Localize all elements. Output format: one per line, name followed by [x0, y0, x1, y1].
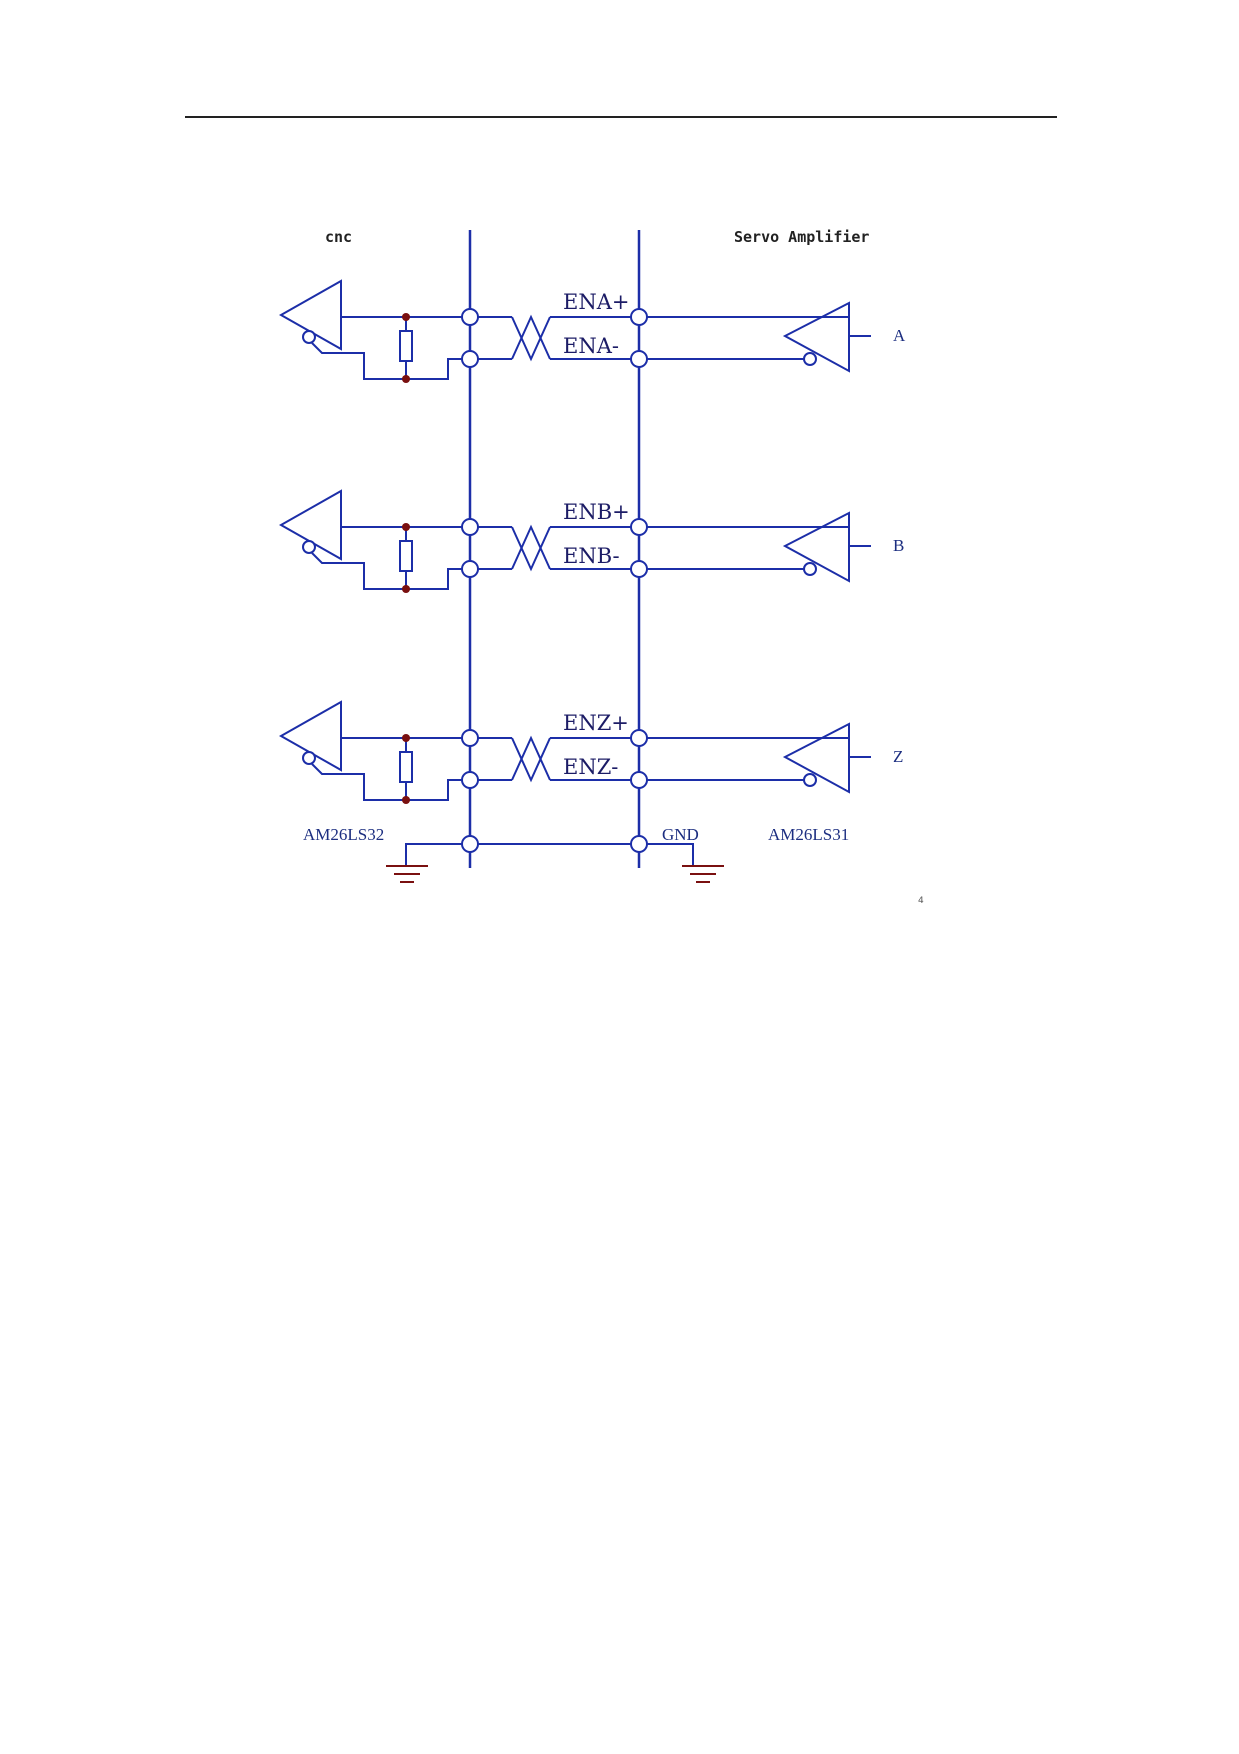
driver-triangle: [782, 301, 850, 373]
junction-dot-top: [402, 734, 410, 742]
ground-symbol-left: [386, 865, 428, 883]
left-terminal-minus: [461, 350, 479, 368]
channel-b: ENB+ ENB- B: [278, 489, 904, 593]
driver-inversion-bubble: [803, 773, 817, 787]
termination-resistor: [399, 751, 413, 783]
driver-inversion-bubble: [803, 562, 817, 576]
junction-dot-bottom: [402, 796, 410, 804]
right-terminal-plus: [630, 729, 648, 747]
twist-segment-1: [511, 737, 551, 783]
twist-segment-2: [511, 314, 551, 360]
junction-dot-top: [402, 313, 410, 321]
cnc-label: cnc: [325, 228, 352, 246]
left-terminal-minus: [461, 771, 479, 789]
twist-segment-2: [511, 524, 551, 570]
signal-minus-label: ENZ-: [563, 755, 618, 779]
channel-id-label: B: [893, 536, 904, 555]
right-terminal-minus: [630, 560, 648, 578]
junction-dot-top: [402, 523, 410, 531]
signal-minus-label: ENB-: [563, 544, 620, 568]
twist-segment-2: [511, 735, 551, 781]
signal-minus-label: ENA-: [563, 334, 619, 358]
header-rule: [185, 116, 1057, 118]
driver-chip-label: AM26LS31: [768, 825, 849, 844]
junction-dot-bottom: [402, 375, 410, 383]
signal-plus-label: ENB+: [563, 500, 630, 524]
termination-resistor: [399, 330, 413, 362]
left-terminal-plus: [461, 518, 479, 536]
ground-terminal-left: [461, 835, 479, 853]
termination-resistor: [399, 540, 413, 572]
right-terminal-plus: [630, 518, 648, 536]
twist-segment-1: [511, 526, 551, 572]
receiver-inversion-bubble: [302, 330, 316, 344]
right-terminal-minus: [630, 771, 648, 789]
ground-symbol-right: [682, 865, 724, 883]
receiver-chip-label: AM26LS32: [303, 825, 384, 844]
channel-id-label: A: [893, 326, 906, 345]
left-terminal-minus: [461, 560, 479, 578]
ground-terminal-right: [630, 835, 648, 853]
ground-label: GND: [662, 825, 699, 844]
corner-mark: 4: [918, 896, 924, 906]
channel-a: ENA+ ENA- A: [278, 279, 906, 383]
servo-amplifier-label: Servo Amplifier: [734, 228, 869, 246]
junction-dot-bottom: [402, 585, 410, 593]
channel-id-label: Z: [893, 747, 903, 766]
ground-connection: [386, 835, 724, 883]
left-terminal-plus: [461, 308, 479, 326]
driver-triangle: [782, 722, 850, 794]
channel-z: ENZ+ ENZ- Z: [278, 700, 903, 804]
receiver-minus-input-wire: [311, 342, 462, 380]
receiver-inversion-bubble: [302, 751, 316, 765]
driver-triangle: [782, 511, 850, 583]
left-terminal-plus: [461, 729, 479, 747]
receiver-minus-input-wire: [311, 763, 462, 801]
right-terminal-plus: [630, 308, 648, 326]
signal-plus-label: ENA+: [563, 290, 629, 314]
right-terminal-minus: [630, 350, 648, 368]
receiver-inversion-bubble: [302, 540, 316, 554]
receiver-minus-input-wire: [311, 552, 462, 590]
driver-inversion-bubble: [803, 352, 817, 366]
channels-layer: ENA+ ENA- A ENB+ ENB- B ENZ+ ENZ- Z: [278, 279, 906, 804]
ground-wire: [405, 843, 694, 866]
twist-segment-1: [511, 316, 551, 362]
signal-plus-label: ENZ+: [563, 711, 629, 735]
